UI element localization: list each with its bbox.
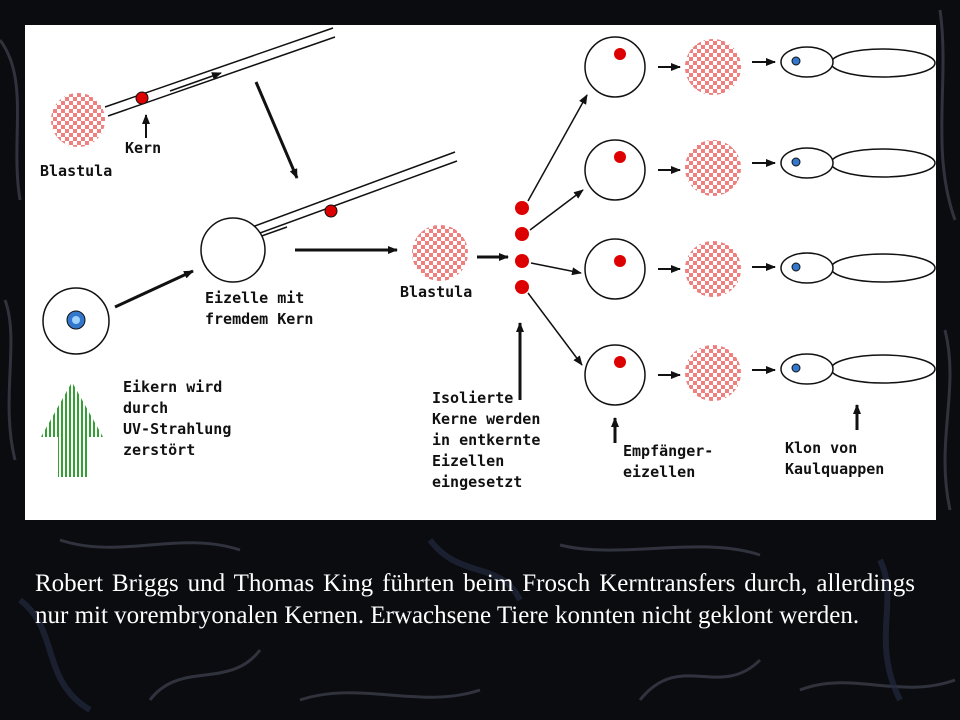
recipient-nucleus [614,255,626,267]
clone-row-3 [584,238,936,300]
fan-arrow-4 [527,292,583,366]
row-blastula [685,241,741,297]
label-isolierte-kerne: Isolierte Kerne werden in entkernte Eize… [432,389,541,491]
nuclear-transfer-diagram [41,27,936,477]
recipient-egg [584,344,646,406]
recipient-nucleus [614,151,626,163]
tadpole-tail [830,148,936,178]
label-klon-kaulquappen: Klon von Kaulquappen [785,439,885,478]
isolated-nucleus-4 [515,280,529,294]
egg-foreign-nucleus [200,217,266,283]
nucleus-mid [324,204,338,218]
recipient-egg [584,36,646,98]
blastula-source [51,93,105,147]
pipette-mid-lower [226,160,458,246]
fan-arrow-2 [529,189,584,231]
label-empfaenger-eizellen: Empfänger- eizellen [623,442,714,481]
uv-radiation-arrow [41,382,103,477]
slide-caption: Robert Briggs und Thomas King führten be… [35,570,915,629]
clone-row-4 [584,344,936,406]
isolated-nucleus-3 [515,254,529,268]
isolated-nucleus-2 [515,227,529,241]
fan-arrow-1 [527,94,588,202]
diagram-panel: Blastula Kern Eizelle mit fremdem Kern B… [25,25,936,520]
label-eizelle-fremd: Eizelle mit fremdem Kern [205,289,314,328]
recipient-egg [584,139,646,201]
tadpole-eye [791,56,801,66]
fan-arrow-3 [530,262,582,276]
tadpole-eye [791,157,801,167]
tadpole-head [780,147,834,179]
recipient-nucleus [614,48,626,60]
recipient-nucleus [614,356,626,368]
pipette-mid [224,151,456,238]
label-kern: Kern [125,139,162,157]
tadpole-eye [791,363,801,373]
pipette-flow-arrow [169,72,222,92]
recipient-egg [584,238,646,300]
tadpole-tail [830,48,936,78]
tadpole-tail [830,253,936,283]
tadpole-tail [830,354,936,384]
row-blastula [685,140,741,196]
transfer-down-arrow [254,81,299,179]
tadpole-head [780,252,834,284]
label-blastula-source: Blastula [40,162,113,180]
tadpole-head [780,46,834,78]
row-blastula [685,345,741,401]
isolated-nucleus-1 [515,201,529,215]
clone-row-2 [584,139,936,201]
blastula-mid [412,225,468,281]
tadpole-head [780,353,834,385]
egg-to-transfer-arrow [114,269,194,309]
egg-nucleus-uv-inner [72,316,80,324]
label-eikern-uv: Eikern wird durch UV-Strahlung zerstört [123,378,232,459]
tadpole-eye [791,262,801,272]
label-blastula-mid: Blastula [400,283,473,301]
clone-row-1 [584,36,936,98]
nucleus-top [135,91,149,105]
row-blastula [685,39,741,95]
